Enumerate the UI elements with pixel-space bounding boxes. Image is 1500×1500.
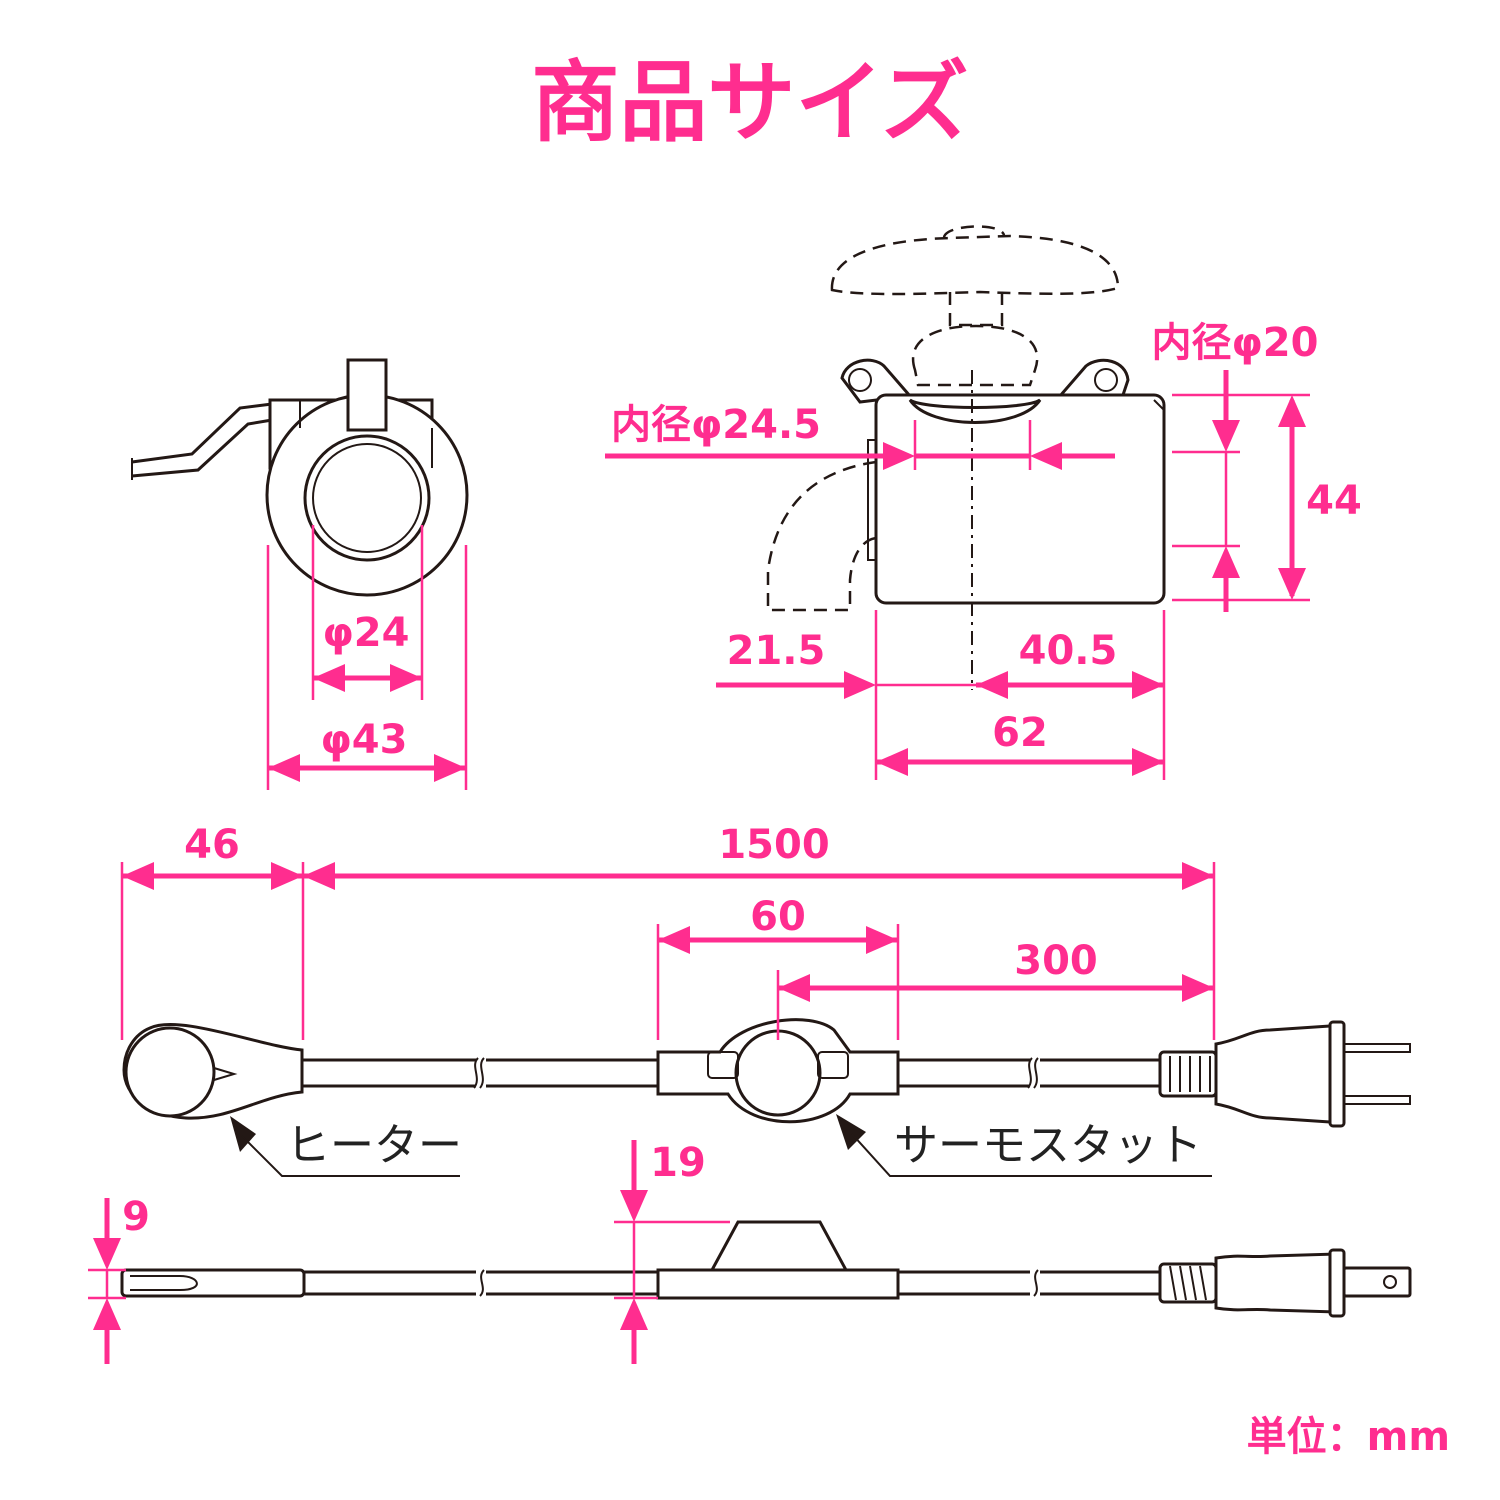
faucet-offset-right-label: 40.5 [1019,628,1118,674]
thermostat-height-label: 19 [650,1140,706,1186]
ring-outer-diameter-label: φ43 [321,717,408,763]
thermostat-callout: サーモスタット [894,1120,1202,1171]
cord-side-dimensions: 9 19 [88,1140,730,1364]
faucet-inner-diameter-top-label: 内径φ20 [1152,320,1319,366]
cord-top-dimensions: 46 1500 60 300 [120,822,1216,1040]
thermostat-to-plug-label: 300 [1014,938,1098,984]
faucet-offset-left-label: 21.5 [727,628,826,674]
heater-thickness-label: 9 [122,1194,150,1240]
faucet-dimensions: 内径φ24.5 内径φ20 44 21.5 40.5 62 [605,320,1362,780]
heater-callout: ヒーター [286,1120,462,1171]
cord-length-label: 1500 [718,822,829,868]
cord-callouts: ヒーター サーモスタット [230,1114,1212,1177]
ring-front-view [131,358,469,597]
cord-side-view [120,1220,1412,1318]
ring-inner-diameter-label: φ24 [323,610,410,656]
faucet-height-label: 44 [1306,478,1362,524]
cord-top-view [122,1018,1411,1128]
unit-label: 単位：mm [1247,1414,1450,1460]
heater-head-length-label: 46 [184,822,240,868]
faucet-side-view [766,225,1166,690]
thermostat-width-label: 60 [750,894,806,940]
faucet-width-label: 62 [992,710,1048,756]
page-title: 商品サイズ [531,51,968,154]
faucet-inner-diameter-side-label: 内径φ24.5 [611,402,821,448]
ring-dimensions: φ24 φ43 [266,525,468,790]
